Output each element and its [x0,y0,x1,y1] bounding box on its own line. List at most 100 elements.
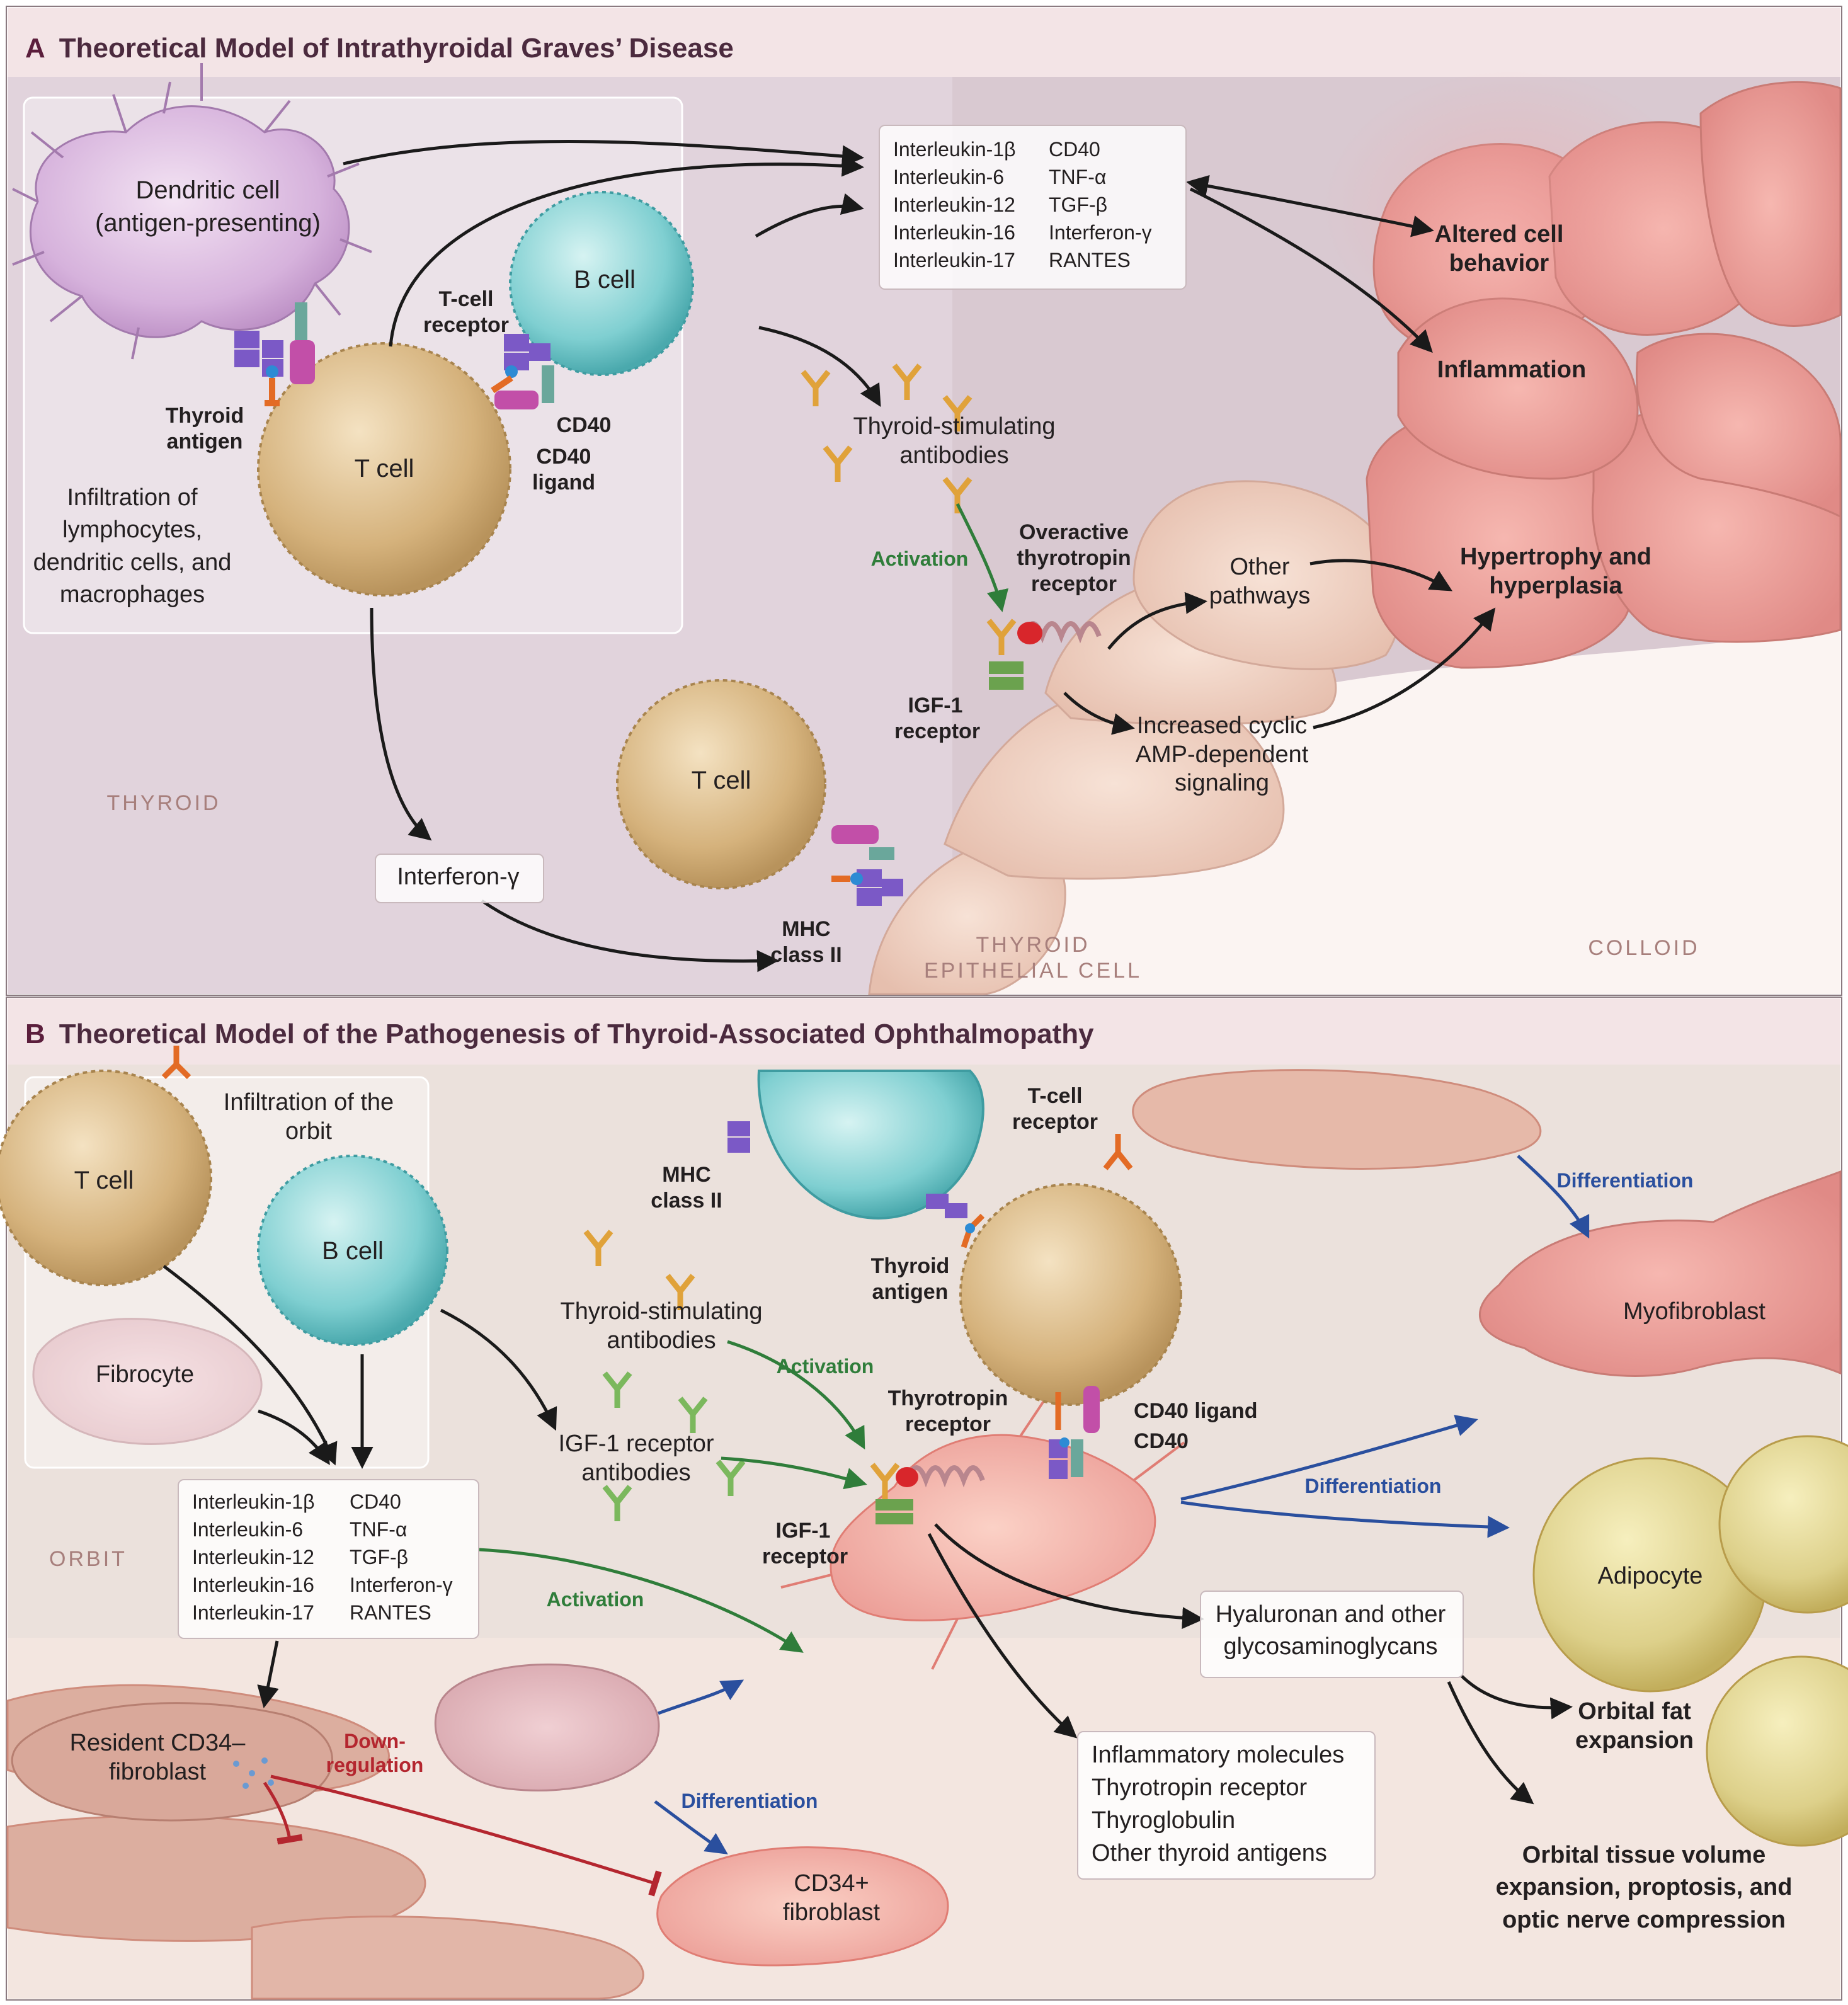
t-cell-b-right [959,1183,1182,1406]
t-cell-receptor-label: T-cell receptor [423,287,510,337]
cd34-fibroblast-cell [656,1846,949,1967]
inflammation-label: Inflammation [1437,357,1587,383]
thyroid-epithelial-label: THYROID EPITHELIAL CELL [924,933,1142,983]
interferon-label: Interferon-γ [397,864,520,890]
overactive-receptor-label: Overactive thyrotropin receptor [1017,520,1131,596]
differentiation-label-2: Differentiation [1304,1475,1442,1497]
t-cell-a2 [616,679,826,889]
colloid-label: COLLOID [1588,936,1700,960]
igf1-receptor-label-a: IGF-1 receptor [894,694,981,743]
infiltration-label: Infiltration of lymphocytes, dendritic c… [33,484,232,608]
altered-cell-behavior-label: Altered cell behavior [1434,221,1564,277]
cytokine-item: Interleukin-17 [893,249,1015,271]
other-pathways-label: Other pathways [1209,554,1311,609]
dendritic-cell-sublabel: (antigen-presenting) [95,209,321,237]
tcr-cd40-complex-a [491,334,554,409]
adipocyte-label: Adipocyte [1597,1563,1703,1589]
inflammatory-item: Inflammatory molecules [1092,1742,1345,1768]
inflammatory-list: Inflammatory molecules Thyrotropin recep… [1092,1739,1344,1870]
orbital-fat-label: Orbital fat expansion [1575,1698,1694,1754]
cytokine-item: Interleukin-12 [192,1546,314,1568]
panel-a-header-band [8,8,1840,77]
thyroid-antigen-label-b: Thyroid antigen [870,1254,950,1304]
cytokine-item: Interleukin-6 [893,166,1005,188]
activation-arrows-b [478,1340,867,1653]
cytokine-item: Interleukin-1β [192,1490,315,1513]
mhc-label-a: MHC class II [770,917,842,967]
cd34-fibroblast-label: CD34+ fibroblast [782,1870,881,1926]
fibrocyte-label: Fibrocyte [95,1361,195,1388]
mhc-tcr-complex-a2 [831,825,903,906]
t-cell-receptor-label-b: T-cell receptor [1012,1084,1098,1134]
thyrotropin-receptor-label-b: Thyrotropin receptor [887,1386,1008,1436]
thyrotropin-receptor-a [986,619,1102,690]
cytokine-item: TGF-β [1049,193,1108,216]
t-cell-label: T cell [354,455,414,483]
resident-fibroblast-label: Resident CD34– fibroblast [69,1730,246,1785]
b-cell-a [509,191,694,376]
cytokine-item: Interferon-γ [350,1574,453,1596]
myofibroblast-label: Myofibroblast [1623,1298,1765,1325]
cytokine-item: TNF-α [350,1518,408,1541]
resident-fibroblast-cell [11,1702,333,1822]
fibrocyte-cell-2 [434,1663,660,1791]
panel-a-title: A Theoretical Model of Intrathyroidal Gra… [25,33,734,64]
panel-b-letter: B [25,1019,45,1049]
cytokine-item: Interleukin-16 [192,1574,314,1596]
cd40-complex-b [1049,1386,1100,1479]
hyaluronan-box [1200,1591,1464,1678]
cd40-ligand-label: CD40 ligand [532,445,596,494]
cd40-label-b: CD40 [1134,1429,1189,1453]
myofibroblast-cell [1479,1170,1842,1377]
differentiation-label-1: Differentiation [1556,1169,1694,1192]
cytokine-item: Interleukin-17 [192,1601,314,1624]
panel-b-header-band [8,998,1840,1065]
cytokine-list-a-left: Interleukin-1β Interleukin-6 Interleukin… [893,135,1016,274]
dendritic-cell-label: Dendritic cell [135,176,280,204]
cytokine-item: RANTES [350,1601,431,1624]
colloid-area [894,630,1840,994]
infiltration-orbit-label: Infiltration of the orbit [223,1089,394,1145]
fibrocyte-cell [32,1318,263,1445]
cd40-ligand-label-b: CD40 ligand [1134,1399,1258,1423]
cytokine-item: Interleukin-16 [893,221,1015,244]
cytokine-item: CD40 [350,1490,401,1513]
b-cell-label: B cell [574,266,636,294]
camp-label: Increased cyclic AMP-dependent signaling [1135,712,1309,797]
cytokine-item: TNF-α [1049,166,1107,188]
arrows-panel-b [163,1265,1573,1805]
interferon-box [375,854,544,903]
hyaluronan-label: Hyaluronan and other glycosaminoglycans [1215,1601,1446,1660]
t-cell-2-label: T cell [691,767,751,794]
differentiation-label-3: Differentiation [681,1790,818,1812]
activation-label-a: Activation [870,547,969,570]
orbital-tissue-label: Orbital tissue volume expansion, proptos… [1495,1842,1793,1933]
t-cell-a [257,342,511,597]
cytokine-item: Interleukin-6 [192,1518,304,1541]
igf1-receptor-label-b: IGF-1 receptor [762,1519,848,1568]
antibodies-a [801,363,972,513]
panel-a-letter: A [25,33,45,64]
cytokine-item: TGF-β [350,1546,409,1568]
mhc-label-b: MHC class II [651,1163,722,1213]
panel-a-title-text: Theoretical Model of Intrathyroidal Grav… [59,33,734,64]
dendritic-cell [12,63,372,360]
cytokine-item: Interleukin-12 [893,193,1015,216]
down-regulation-label: Down-regulation [326,1730,424,1777]
t-cell-b [0,1046,212,1286]
differentiation-arrows-b [654,1155,1590,1854]
antibodies-b [583,1230,746,1521]
thyroid-antigen-label: Thyroid antigen [165,404,244,454]
inflammatory-box [1077,1731,1376,1880]
adipocyte-cells [1532,1435,1848,1847]
mhc-complex-b [727,1121,985,1248]
cd40-label: CD40 [556,413,612,437]
arrows-panel-a [343,140,1496,973]
inflammatory-item: Thyrotropin receptor [1092,1774,1308,1801]
cytokine-item: CD40 [1049,138,1100,161]
b-cell-b-label: B cell [322,1237,384,1265]
cytokine-box-b [178,1479,479,1639]
inflammatory-item: Thyroglobulin [1092,1807,1236,1834]
